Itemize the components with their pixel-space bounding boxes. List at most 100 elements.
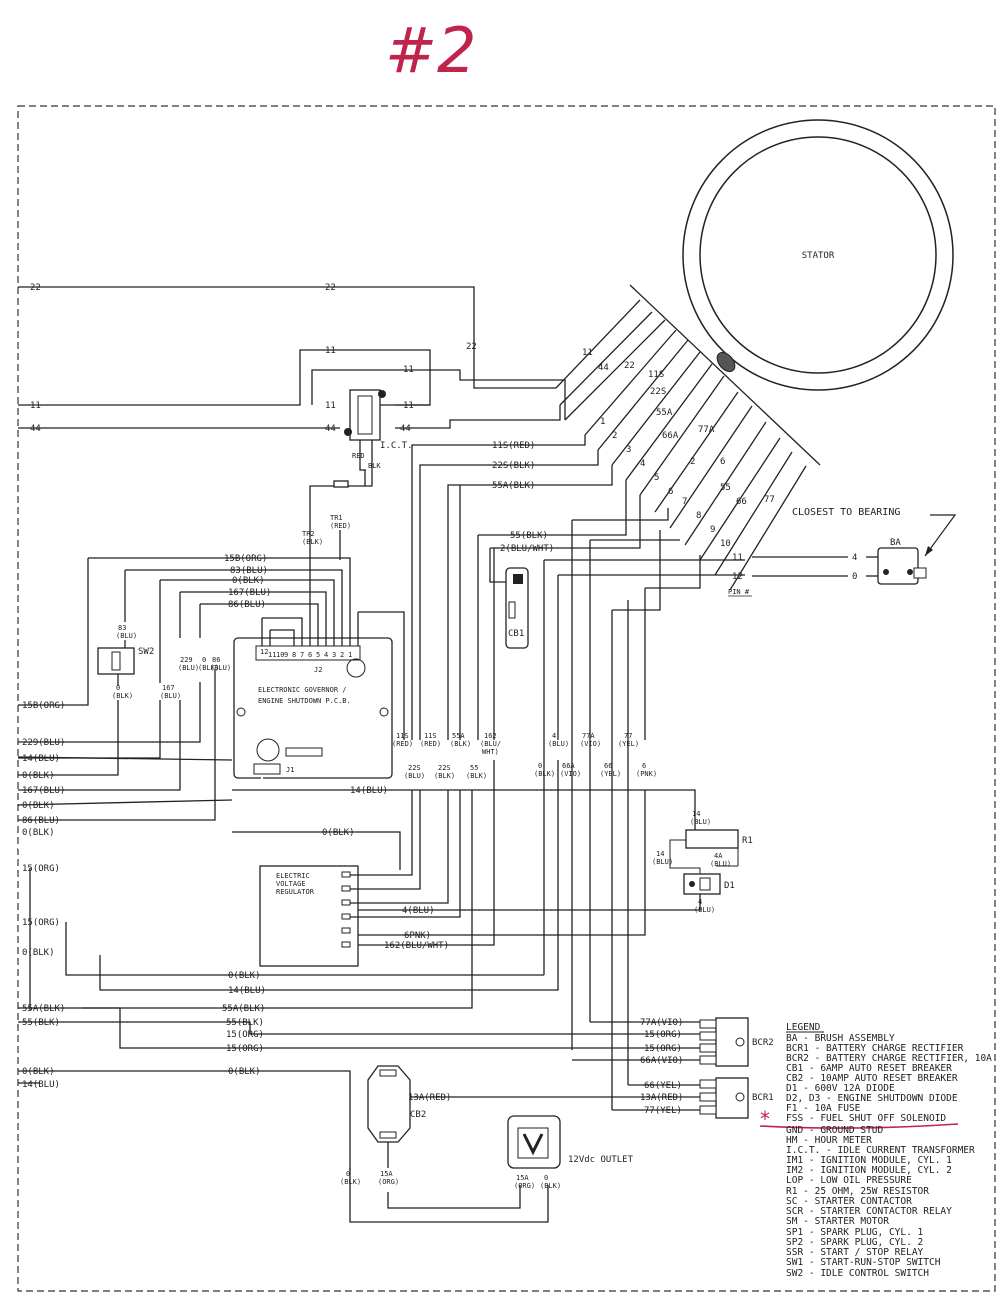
wire-label: (BLK) [434,772,455,780]
legend-item: SP1 - SPARK PLUG, CYL. 1 [786,1227,924,1238]
cb2-label: CB2 [410,1110,426,1120]
wire-label: 77A [582,732,595,740]
sw2-switch: SW2 83 (BLU) 0 (BLK) [97,624,154,700]
wire-label: (BLK) [540,1182,561,1190]
dc-outlet: 12Vdc OUTLET 15A (ORG) 0 (BLK) [507,1115,634,1190]
wire-label: 11S [424,732,437,740]
bcr2-label: BCR2 [752,1038,774,1048]
wire-label: 167 [162,684,175,692]
cb1-breaker: CB1 [505,567,529,649]
wire-label: (BLU) [690,818,711,826]
tr1-label: TR1 [330,514,343,522]
wire-label: 14(BLU) [350,786,388,796]
wire-label: (BLK) [198,664,219,672]
legend-item: SP2 - SPARK PLUG, CYL. 2 [786,1237,923,1248]
legend-item: F1 - 10A FUSE [786,1103,861,1114]
wire-label: 22 [466,342,477,352]
tr2-color: (BLK) [302,538,323,546]
legend-item: HM - HOUR METER [786,1135,872,1146]
wire-label: 11S [396,732,409,740]
pcb-pin: 4 [324,651,328,659]
wire-label: 44 [400,424,411,434]
regulator-label: VOLTAGE [276,880,306,888]
left-label: 14(BLU) [22,754,60,764]
regulator-label: ELECTRIC [276,872,310,880]
pcb-pin: 11 [268,651,276,659]
legend-item: SW2 - IDLE CONTROL SWITCH [786,1268,929,1279]
wire-label: 11 [403,365,414,375]
regulator-wires [350,790,461,918]
lower-wire-labels: 0(BLK) 14(BLU) 55A(BLK) 55(BLK) 15(ORG) … [222,971,683,1116]
legend-title: LEGEND [786,1022,821,1033]
pcb-j1: J1 [286,766,294,774]
sw2-wire: 0 [116,684,120,692]
wire-label: (BLU) [694,906,715,914]
legend-item: R1 - 25 OHM, 25W RESISTOR [786,1186,929,1197]
diagram-frame [17,105,996,1292]
pin-label: 2 [612,431,617,441]
wire-label: (VIO) [560,770,581,778]
wire-label: WHT) [482,748,499,756]
wire-label: 0 [202,656,206,664]
wire-label: 55A(BLK) [222,1004,265,1014]
wire-label: 66(YEL) [644,1081,682,1091]
wire-label: 6PNK) [404,931,431,941]
right-vertical-labels: 4 (BLU) 0 (BLK) 66A (VIO) 77A (VIO) 66 (… [534,732,657,778]
legend-item: LOP - LOW OIL PRESSURE [786,1175,912,1186]
left-label: 0(BLK) [22,1067,55,1077]
wire-label: (BLU) [404,772,425,780]
wire-label: 55(BLK) [226,1018,264,1028]
pcb-pin: 7 [300,651,304,659]
wire-label: 66A(VIO) [640,1056,683,1066]
pin-label: 6 [668,487,673,497]
lead-label: 22 [624,361,635,371]
wire-label: (BLU) [160,692,181,700]
wire-label: (YEL) [618,740,639,748]
left-label: 86(BLU) [22,816,60,826]
ba-wire-label: 0 [852,572,857,582]
pin-label: 11 [732,553,743,563]
wire-label: (BLU/ [480,740,501,748]
pin-label: 7 [682,497,687,507]
wire-label: 15(ORG) [644,1030,682,1040]
legend-item: BA - BRUSH ASSEMBLY [786,1033,895,1044]
legend-item: SM - STARTER MOTOR [786,1216,889,1227]
lead-label: 6 [720,457,725,467]
brush-assembly: BA CLOSEST TO BEARING [792,507,957,585]
wire-label: 15(ORG) [226,1044,264,1054]
wire-label: 22 [325,283,336,293]
right-vertical-wires [543,508,735,1110]
outlet-label: 12Vdc OUTLET [568,1155,634,1165]
top-wire-labels: 22 22 11 11 22 11 11 11 44 44 44 11S(RED… [30,283,554,554]
wire-label: 77A(VIO) [640,1018,683,1028]
ict-transformer: I.C.T. RED BLK [344,389,413,470]
cb1-wires [489,548,506,583]
legend-item: BCR2 - BATTERY CHARGE RECTIFIER, 10A [786,1053,992,1064]
wire-label: 11S(RED) [492,441,535,451]
cb2-wires [349,1096,521,1209]
governor-right-labels: 11S (RED) 11S (RED) 55A (BLK) 162 (BLU/ … [392,732,501,780]
governor-pcb: 12 J2 J1 ELECTRONIC GOVERNOR / ENGINE SH… [233,637,393,779]
legend: LEGEND BA - BRUSH ASSEMBLY BCR1 - BATTER… [759,1022,992,1279]
j1-harness-inner [18,776,263,849]
lead-label: 77A [698,425,715,435]
lead-label: 55A [656,408,673,418]
wire-label: 15(ORG) [644,1044,682,1054]
lower-wires [18,760,700,1223]
pcb-pin: 10 [276,651,284,659]
legend-item: I.C.T. - IDLE CURRENT TRANSFORMER [786,1145,975,1156]
j2-wires [88,530,405,740]
left-label: 15(ORG) [22,864,60,874]
wire-label: (BLK) [450,740,471,748]
tr2-label: TR2 [302,530,315,538]
pin-label: 1 [600,417,605,427]
sw2-wire: 83 [118,624,126,632]
pcb-pin: 3 [332,651,336,659]
lead-label: 2 [690,457,695,467]
left-label: 15B(ORG) [22,701,65,711]
left-label: 15(ORG) [22,918,60,928]
pcb-j2: J2 [314,666,322,674]
left-label-44: 44 [30,424,41,434]
wire-label: 14 [692,810,700,818]
left-label: 167(BLU) [22,786,65,796]
